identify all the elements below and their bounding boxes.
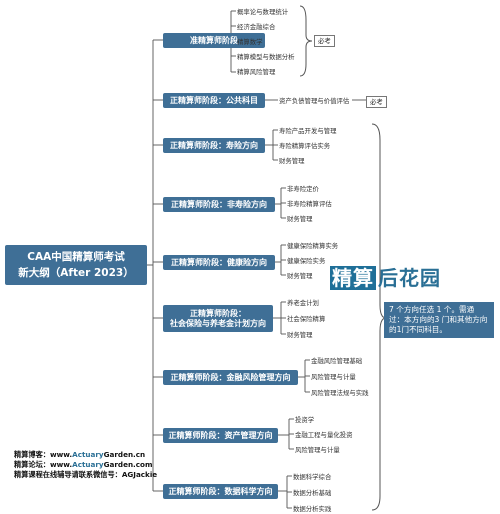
footer-forum: 精算论坛：www.ActuaryGarden.com (14, 460, 153, 469)
stage-box-1: 准精算师阶段 (163, 33, 265, 48)
leaf-item: 风险管理与计量 (295, 446, 340, 454)
leaf-item: 健康保险实务 (287, 257, 326, 265)
leaf-item: 非寿险精算评估 (287, 200, 332, 208)
leaf-item: 数据分析基础 (293, 489, 332, 497)
footer-blog: 精算博客：www.ActuaryGarden.cn (14, 450, 146, 459)
stage-box-3: 正精算师阶段：寿险方向 (163, 138, 265, 153)
required-tag: 必考 (314, 35, 335, 47)
leaf-item: 风险管理法规与实践 (311, 389, 369, 397)
leaf-item: 投资学 (295, 416, 315, 424)
stage-box-9: 正精算师阶段：数据科学方向 (163, 484, 278, 499)
stage-box-5: 正精算师阶段：健康险方向 (163, 255, 275, 270)
leaf-item: 精算模型与数据分析 (237, 53, 295, 61)
leaf-item: 金融工程与量化投资 (295, 431, 353, 439)
watermark: 精算后花园 (330, 266, 441, 290)
leaf-item: 风险管理与计量 (311, 373, 356, 381)
leaf-item: 经济金融综合 (237, 23, 276, 31)
brace-required-1 (299, 5, 313, 77)
stage-box-4: 正精算师阶段：非寿险方向 (163, 197, 275, 212)
leaf-item: 财务管理 (287, 331, 313, 339)
leaf-item: 养老金计划 (287, 299, 319, 307)
root-title-line2: 新大纲（After 2023） (18, 267, 134, 279)
leaf-item: 资产负债管理与价值评估 (279, 97, 350, 105)
footer-wechat: 精算课程在线辅导请联系微信号：AGJackie (14, 470, 158, 479)
leaf-item: 金融风险管理基础 (311, 357, 363, 365)
root-node: CAA中国精算师考试 新大纲（After 2023） (5, 245, 147, 285)
root-title-line1: CAA中国精算师考试 (27, 251, 125, 263)
stage-box-7: 正精算师阶段：金融风险管理方向 (163, 370, 298, 385)
leaf-item: 社会保险精算 (287, 315, 326, 323)
leaf-item: 精算风险管理 (237, 68, 276, 76)
stage-box-6: 正精算师阶段： 社会保险与养老金计划方向 (163, 305, 273, 332)
leaf-item: 精算数学 (237, 38, 263, 46)
leaf-item: 健康保险精算实务 (287, 242, 339, 250)
leaf-item: 寿险产品开发与管理 (279, 127, 337, 135)
leaf-item: 寿险精算评估实务 (279, 142, 331, 150)
required-tag: 必考 (366, 96, 387, 108)
leaf-item: 财务管理 (287, 272, 313, 280)
stage-box-2: 正精算师阶段：公共科目 (163, 93, 265, 108)
leaf-item: 财务管理 (279, 157, 305, 165)
leaf-item: 概率论与数理统计 (237, 8, 289, 16)
elective-note: 7 个方向任选 1 个。需通过：本方向的3 门和其他方向的1门不同科目。 (384, 302, 494, 338)
leaf-item: 财务管理 (287, 215, 313, 223)
stage-box-8: 正精算师阶段：资产管理方向 (163, 428, 278, 443)
leaf-item: 数据分析实践 (293, 505, 332, 513)
leaf-item: 非寿险定价 (287, 185, 319, 193)
leaf-item: 数据科学综合 (293, 473, 332, 481)
